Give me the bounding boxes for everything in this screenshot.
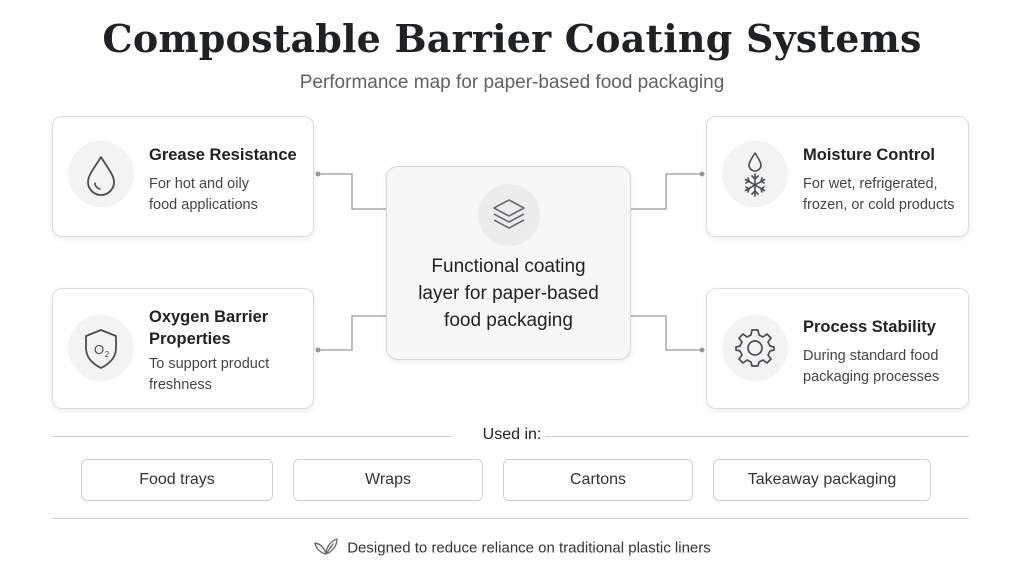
card-desc-line1: For wet, refrigerated, [803,176,938,192]
card-desc-line2: packaging processes [803,369,940,385]
droplet-icon [68,141,134,207]
card-desc-line1: To support product [149,356,270,372]
card-desc-line1: For hot and oily [149,176,249,192]
shield-o2-icon: O 2 [68,315,134,381]
connector-oxygen [318,315,386,351]
connector-moisture [631,173,702,210]
card-process-stability: Process Stability During standard food p… [706,288,969,409]
center-label-line2: layer for paper-based [418,283,599,304]
svg-text:O: O [94,342,104,357]
center-card-functional-coating: Functional coating layer for paper-based… [386,166,631,360]
card-title: Moisture Control [803,146,935,164]
page-subtitle: Performance map for paper-based food pac… [299,72,725,93]
card-desc-line2: food applications [149,197,258,213]
svg-text:2: 2 [105,350,110,359]
leaf-icon [313,536,339,560]
droplet-snowflake-icon [722,141,788,207]
used-in-item-wraps: Wraps [293,459,483,501]
card-desc-line1: During standard food [803,348,939,364]
used-in-item-cartons: Cartons [503,459,693,501]
connector-grease [318,173,386,210]
card-title-line2: Properties [149,330,231,348]
card-title: Process Stability [803,318,936,336]
card-title: Grease Resistance [149,146,297,164]
divider-left [52,436,452,437]
gear-icon [722,315,788,381]
card-desc-line2: freshness [149,377,212,393]
card-title-line1: Oxygen Barrier [149,308,269,326]
footer-divider [52,518,969,519]
center-label: Functional coating layer for paper-based… [387,253,630,334]
footer-text: Designed to reduce reliance on tradition… [347,539,711,557]
layers-icon [478,184,540,246]
center-label-line3: food packaging [444,310,573,331]
card-grease-resistance: Grease Resistance For hot and oily food … [52,116,314,237]
card-desc-line2: frozen, or cold products [803,197,955,213]
used-in-label: Used in: [482,426,542,443]
page-title: Compostable Barrier Coating Systems [102,16,922,61]
connector-process [631,315,702,351]
used-in-item-food-trays: Food trays [81,459,273,501]
card-moisture-control: Moisture Control For wet, refrigerated, … [706,116,969,237]
used-in-item-takeaway-packaging: Takeaway packaging [713,459,931,501]
divider-right [546,436,969,437]
card-oxygen-barrier: O 2 Oxygen Barrier Properties To support… [52,288,314,409]
center-label-line1: Functional coating [431,256,586,277]
footer-note: Designed to reduce reliance on tradition… [0,536,1024,560]
